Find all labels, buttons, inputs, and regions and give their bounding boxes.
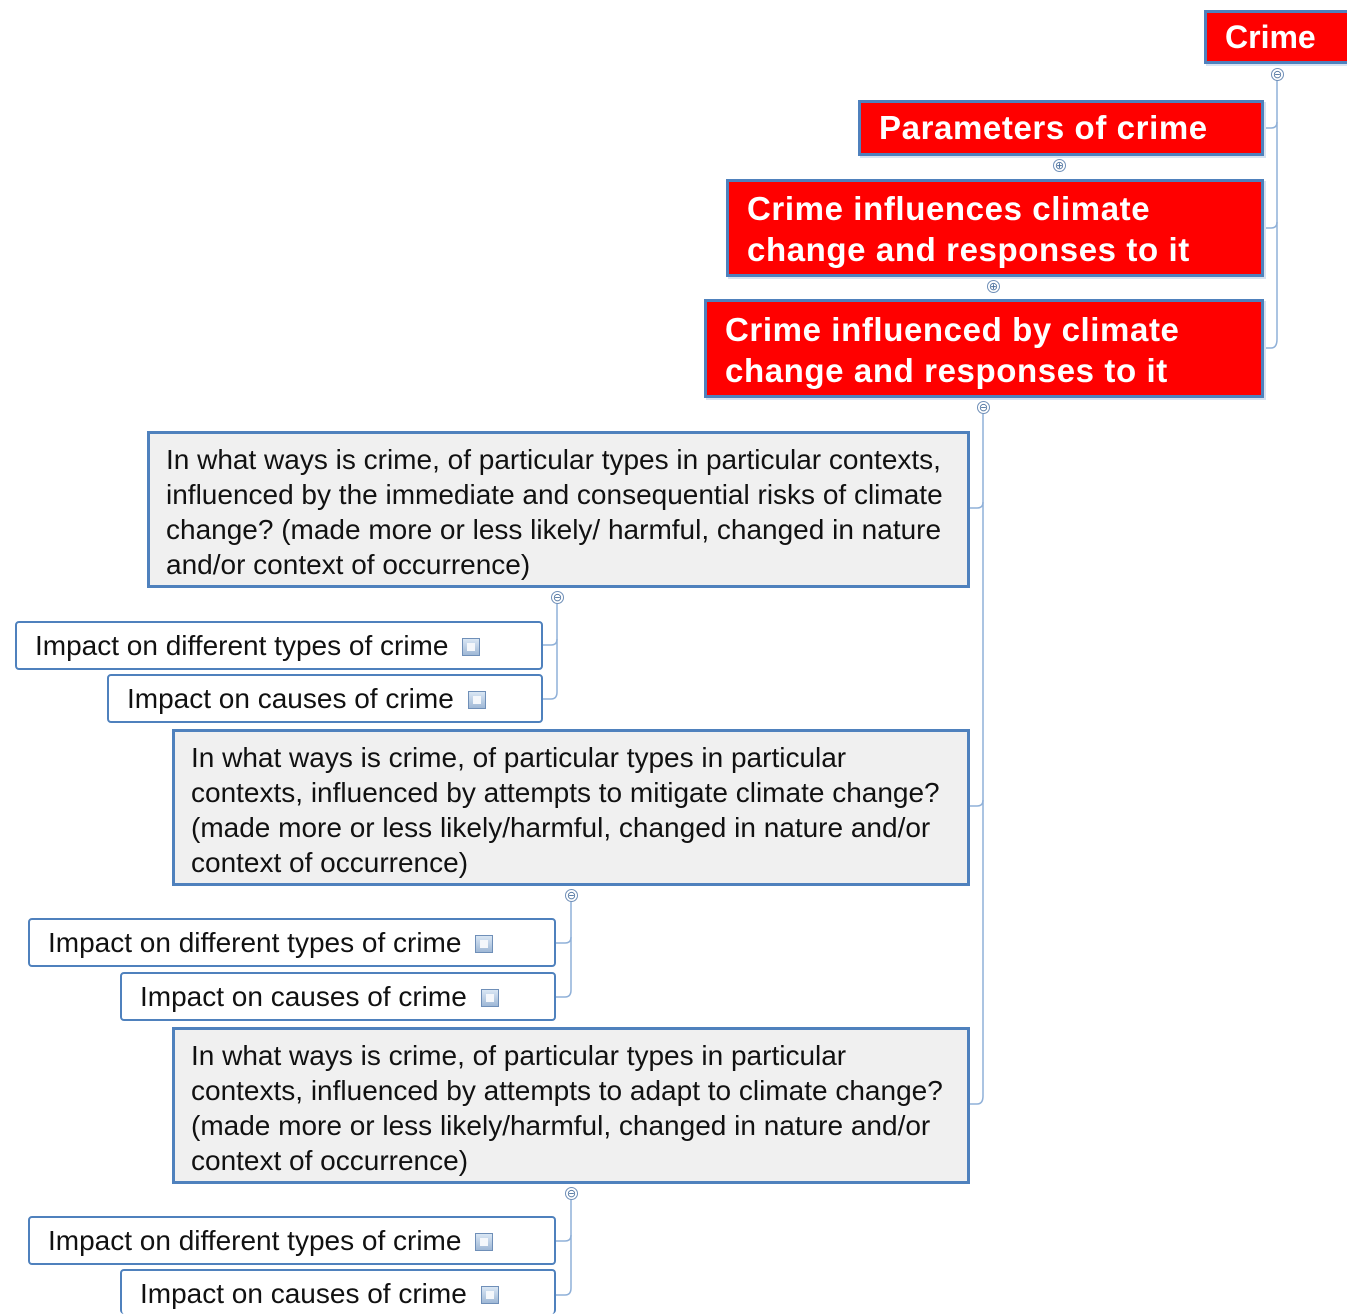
topic-label-line-1: Crime influences climate [747, 190, 1151, 227]
note-icon[interactable] [480, 1286, 499, 1304]
collapse-toggle-icon[interactable]: ⊖ [565, 889, 578, 902]
topic-label: Parameters of crime [879, 109, 1208, 146]
question-topic-adaptation[interactable]: In what ways is crime, of particular typ… [172, 1027, 970, 1184]
topic-crime-influenced-by-climate[interactable]: Crime influenced by climate change and r… [704, 299, 1264, 398]
question-text: In what ways is crime, of particular typ… [191, 742, 940, 878]
subtopic-label: Impact on causes of crime [140, 981, 467, 1012]
subtopic-impact-on-causes-of-crime[interactable]: Impact on causes of crime [107, 674, 543, 723]
note-icon[interactable] [475, 1233, 494, 1251]
subtopic-label: Impact on causes of crime [140, 1278, 467, 1309]
subtopic-impact-on-types-of-crime[interactable]: Impact on different types of crime [28, 1216, 556, 1265]
question-text: In what ways is crime, of particular typ… [166, 444, 943, 580]
topic-label-line-2: change and responses to it [725, 352, 1168, 389]
subtopic-label: Impact on different types of crime [48, 927, 462, 958]
subtopic-impact-on-causes-of-crime[interactable]: Impact on causes of crime [120, 1269, 556, 1314]
topic-label-line-2: change and responses to it [747, 231, 1190, 268]
note-icon[interactable] [462, 638, 481, 656]
root-topic-label: Crime [1225, 19, 1316, 55]
collapse-toggle-icon[interactable]: ⊖ [977, 401, 990, 414]
topic-parameters-of-crime[interactable]: Parameters of crime [858, 100, 1264, 156]
expand-toggle-icon[interactable]: ⊕ [987, 280, 1000, 293]
collapse-toggle-icon[interactable]: ⊖ [551, 591, 564, 604]
subtopic-label: Impact on different types of crime [35, 630, 449, 661]
question-text: In what ways is crime, of particular typ… [191, 1040, 943, 1176]
note-icon[interactable] [467, 691, 486, 709]
root-topic[interactable]: Crime [1204, 10, 1347, 64]
expand-toggle-icon[interactable]: ⊕ [1053, 159, 1066, 172]
question-topic-mitigation[interactable]: In what ways is crime, of particular typ… [172, 729, 970, 886]
question-topic-immediate-risks[interactable]: In what ways is crime, of particular typ… [147, 431, 970, 588]
subtopic-impact-on-types-of-crime[interactable]: Impact on different types of crime [28, 918, 556, 967]
note-icon[interactable] [480, 989, 499, 1007]
collapse-toggle-icon[interactable]: ⊖ [1271, 68, 1284, 81]
collapse-toggle-icon[interactable]: ⊖ [565, 1187, 578, 1200]
topic-label-line-1: Crime influenced by climate [725, 311, 1180, 348]
subtopic-label: Impact on causes of crime [127, 683, 454, 714]
subtopic-impact-on-types-of-crime[interactable]: Impact on different types of crime [15, 621, 543, 670]
subtopic-impact-on-causes-of-crime[interactable]: Impact on causes of crime [120, 972, 556, 1021]
note-icon[interactable] [475, 935, 494, 953]
subtopic-label: Impact on different types of crime [48, 1225, 462, 1256]
topic-crime-influences-climate[interactable]: Crime influences climate change and resp… [726, 179, 1264, 277]
